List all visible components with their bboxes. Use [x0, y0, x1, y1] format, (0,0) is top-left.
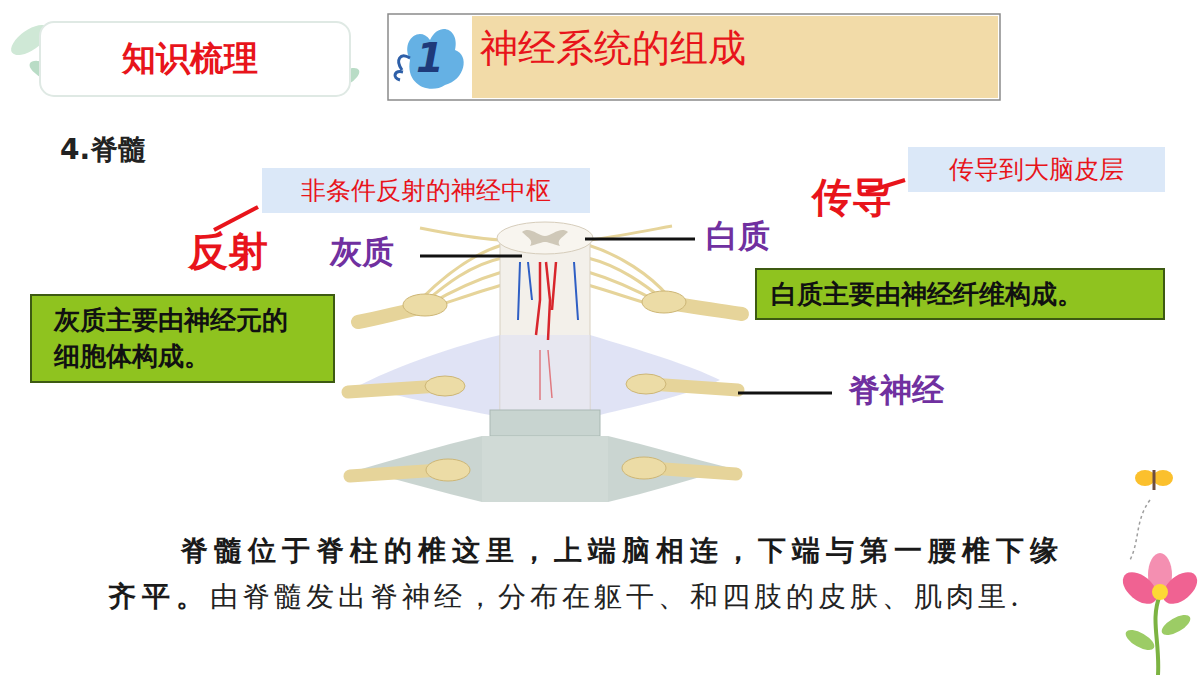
part-name: 脊神经 [848, 372, 944, 409]
header-icon [395, 29, 464, 89]
paragraph: 脊髓位于脊柱的椎这里，上端脑相连，下端与第一腰椎下缘齐平。由脊髓发出脊神经，分布… [108, 528, 1083, 620]
leader-line [738, 392, 832, 395]
part-name: 灰质 [330, 234, 394, 271]
section-heading: 4.脊髓 [60, 134, 146, 166]
box-text: 神经系统的组成 [480, 23, 990, 74]
title-band [472, 16, 998, 98]
leader-line [585, 238, 695, 241]
note-box: 传导到大脑皮层 [908, 147, 1165, 192]
note-box: 非条件反射的神经中枢 [262, 168, 590, 213]
section-number: 1 [405, 30, 455, 86]
decor-butterfly [1130, 470, 1173, 560]
box-text: 传导到大脑皮层 [922, 153, 1151, 186]
box-text: 知识梳理 [60, 36, 320, 82]
callout-word: 传导 [812, 174, 892, 220]
label-card [40, 22, 350, 96]
box-text: 灰质主要由神经元的细胞体构成。 [54, 303, 303, 373]
section-title: 神经系统的组成 [480, 18, 990, 78]
box-text: 非条件反射的神经中枢 [276, 174, 576, 207]
box-text: 白质主要由神经纤维构成。 [771, 277, 1149, 312]
box-text: 1 [405, 35, 455, 81]
explanation-box: 白质主要由神经纤维构成。 [755, 268, 1165, 320]
header-frame [388, 14, 1000, 100]
leader-line [420, 255, 522, 258]
explanation-box: 灰质主要由神经元的细胞体构成。 [30, 294, 335, 383]
body-text: 由脊髓发出脊神经，分布在躯干、和四肢的皮肤、肌肉里. [210, 580, 1023, 613]
decor-flower [1117, 553, 1200, 675]
part-name: 白质 [706, 218, 770, 255]
section-tag: 知识梳理 [60, 30, 320, 88]
leader-line [214, 207, 258, 230]
spinal-cord-illustration [348, 222, 742, 502]
callout-word: 反射 [188, 228, 268, 274]
